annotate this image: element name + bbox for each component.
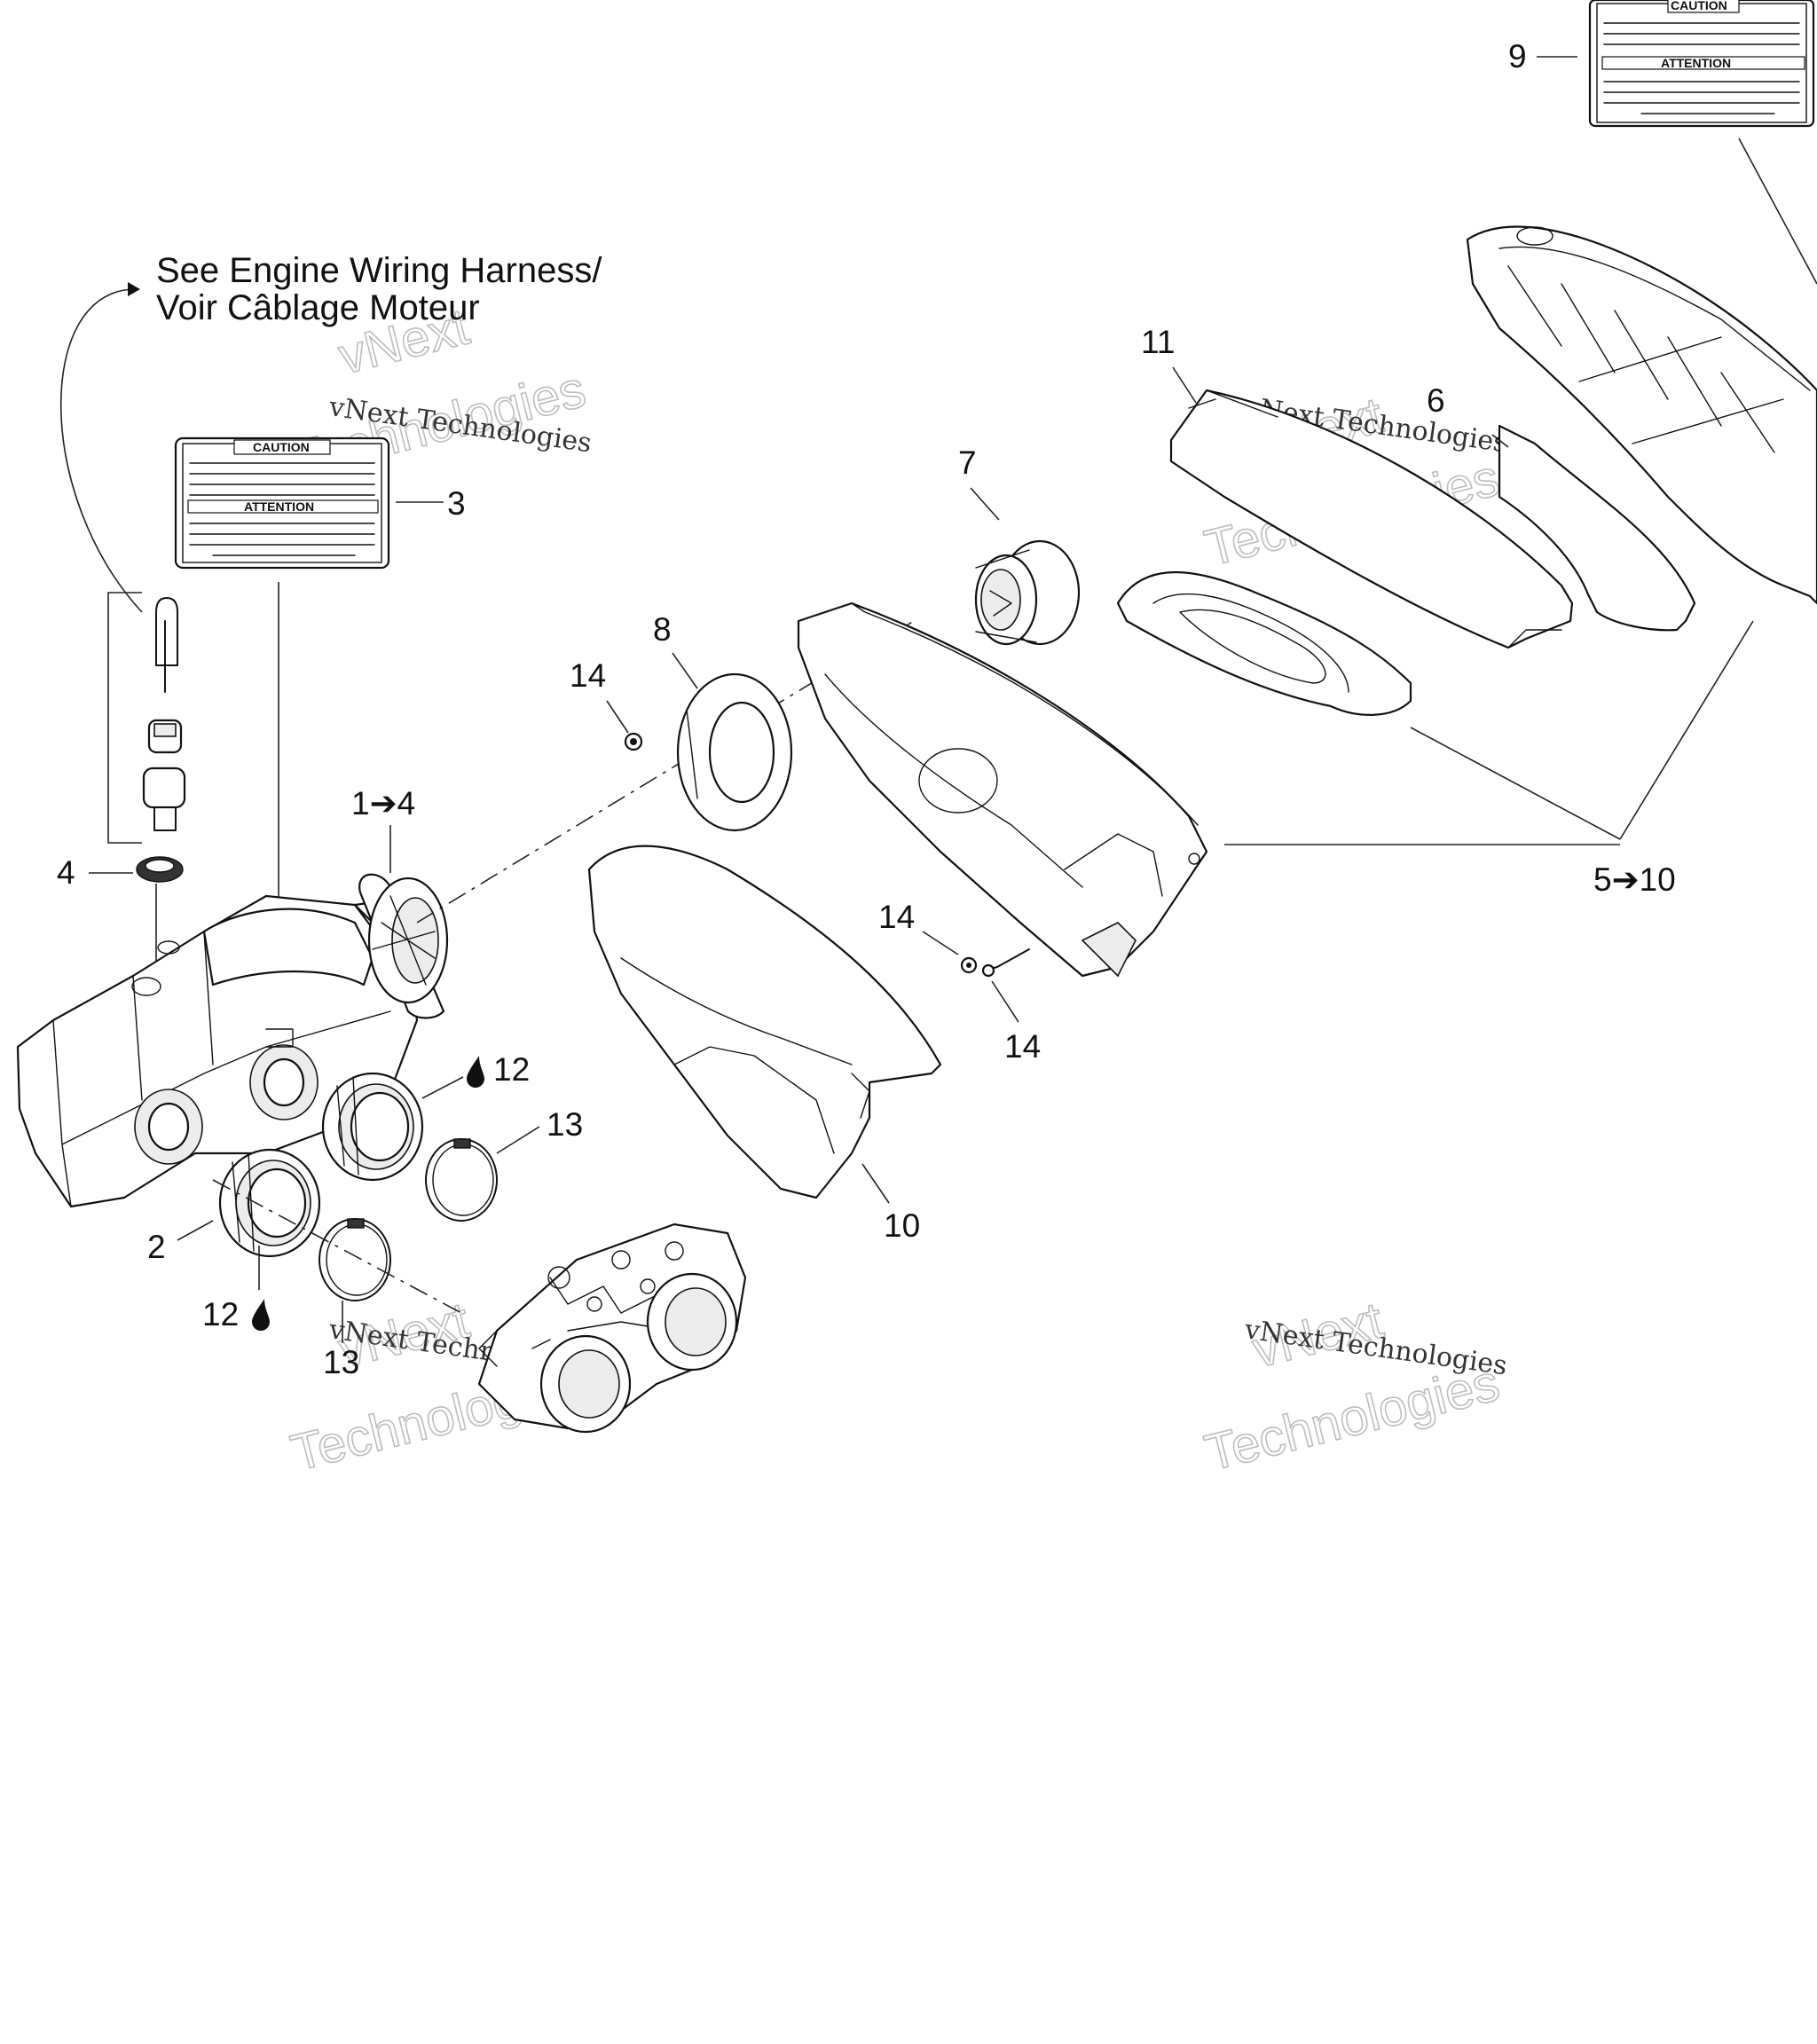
centerline-lower (212, 1179, 462, 1314)
caution-title: CAUTION (253, 440, 310, 454)
attention-title: ATTENTION (244, 499, 314, 514)
housing-cover-10 (587, 845, 942, 1199)
leader-7 (970, 487, 1000, 521)
leader-12-upper (421, 1076, 464, 1099)
leader-14-lower (991, 980, 1019, 1023)
clamp-13-upper (425, 1138, 498, 1222)
note-arrow-curve (59, 288, 143, 613)
leader-5to10-left (1410, 727, 1621, 840)
callout-14-top: 14 (570, 657, 606, 694)
callout-1to4: 1➔4 (351, 785, 415, 822)
caution-title: CAUTION (1671, 0, 1727, 12)
leader-9-to-housing (1738, 138, 1817, 285)
screw-14-top (624, 732, 643, 751)
screw-14-right (960, 948, 1030, 978)
grommet-4 (136, 856, 184, 883)
filter-plate (1116, 570, 1412, 716)
intake-funnel (353, 873, 449, 1019)
leader-11 (1172, 366, 1197, 404)
callout-13-lower: 13 (323, 1344, 359, 1380)
callout-9: 9 (1508, 38, 1527, 75)
callout-12-lower: 12 (202, 1296, 239, 1333)
leader-2 (177, 1220, 214, 1241)
clamp-13-lower (319, 1218, 391, 1301)
air-silencer-housing (797, 601, 1208, 978)
callout-12-upper-group: 12 (421, 1051, 530, 1099)
leader-14-mid (922, 931, 959, 955)
upper-housing (1466, 225, 1817, 605)
callout-13-upper: 13 (547, 1106, 583, 1143)
fitting-7 (974, 539, 1081, 646)
callout-12-lower-group: 12 (202, 1246, 270, 1333)
decal-label-3: CAUTION ATTENTION (174, 436, 390, 570)
sleeve-2 (218, 1148, 321, 1258)
callout-4: 4 (57, 854, 75, 891)
leader-5to10-right (1619, 620, 1754, 840)
attention-title: ATTENTION (1661, 56, 1731, 70)
note-line-2: Voir Câblage Moteur (156, 288, 480, 327)
oil-drop-icon (467, 1056, 484, 1088)
throttle-body (477, 1222, 747, 1434)
decal-label-9: CAUTION ATTENTION (1588, 0, 1815, 128)
callout-8: 8 (653, 611, 672, 648)
callout-7: 7 (958, 444, 977, 481)
callout-11: 11 (1141, 324, 1175, 360)
foam-11 (1169, 389, 1574, 649)
callout-10: 10 (884, 1207, 920, 1244)
air-intake-silencer-box (16, 894, 419, 1208)
callout-3: 3 (447, 485, 466, 522)
note-line-1: See Engine Wiring Harness/ (156, 251, 602, 290)
plate-6 (1498, 424, 1696, 632)
sleeve-12 (321, 1072, 424, 1182)
callout-14-lower: 14 (1004, 1028, 1041, 1065)
leader-6 (1491, 434, 1509, 448)
oil-drop-icon (252, 1299, 270, 1331)
callout-14-mid: 14 (878, 899, 915, 935)
callout-6: 6 (1427, 382, 1445, 419)
callout-2: 2 (147, 1229, 166, 1265)
centerline-main (416, 620, 915, 924)
sensor-bracket (107, 592, 186, 844)
callout-12-upper: 12 (493, 1051, 530, 1088)
ring-8 (676, 672, 793, 832)
leader-14-top (606, 700, 629, 734)
leader-13-upper (496, 1126, 540, 1154)
watermark-bottom-right: vNext Technologies (1199, 1291, 1506, 1483)
callout-5to10: 5➔10 (1593, 861, 1676, 898)
note-arrowhead (128, 282, 140, 296)
leader-8 (672, 652, 698, 689)
leader-10 (861, 1163, 890, 1204)
